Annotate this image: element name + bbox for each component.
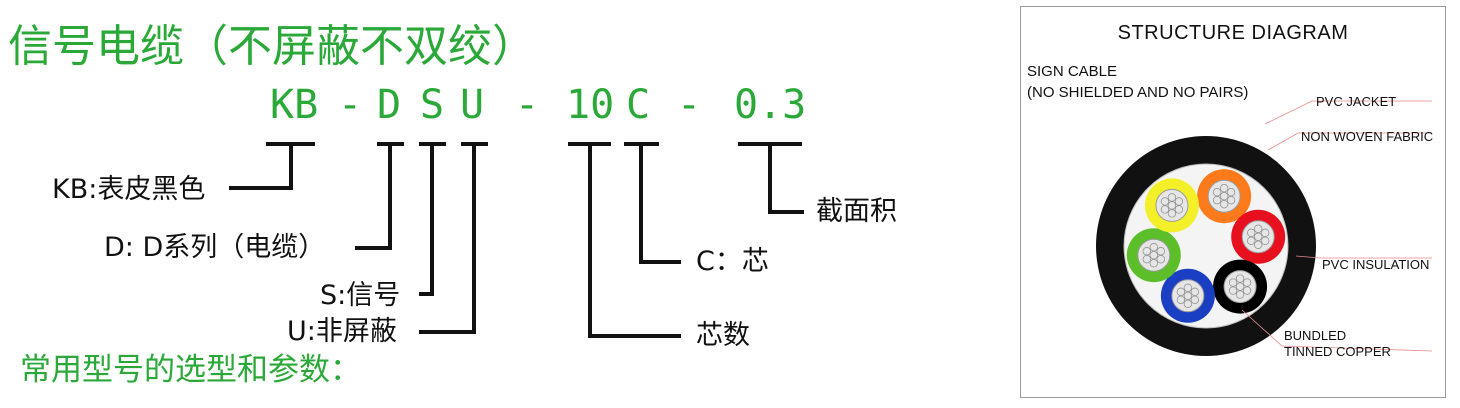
bracket-lines xyxy=(229,142,804,338)
copper-strand xyxy=(1190,295,1200,304)
copper-strand xyxy=(1167,209,1177,218)
leader-u xyxy=(419,144,476,334)
core-copper xyxy=(1241,220,1275,254)
cable-type-line1: SIGN CABLE xyxy=(1027,63,1118,80)
label-kb: KB:表皮黑色 xyxy=(52,174,206,205)
copper-strand xyxy=(1242,286,1252,295)
copper-strand xyxy=(1149,251,1158,260)
copper-strand xyxy=(1212,196,1222,205)
model-part-u: U xyxy=(460,82,485,128)
core-copper xyxy=(1223,270,1257,304)
model-part-s: S xyxy=(420,82,445,128)
leader-area xyxy=(768,144,804,214)
callout-copper-line2: TINNED COPPER xyxy=(1284,344,1391,359)
model-part-c: C xyxy=(626,82,651,128)
label-cores: 芯数 xyxy=(696,320,750,351)
copper-strand xyxy=(1167,201,1177,210)
copper-strand xyxy=(1254,224,1263,233)
copper-strand xyxy=(1174,205,1184,214)
model-part-area: 0.3 xyxy=(734,82,807,128)
copper-strand xyxy=(1261,236,1270,245)
copper-strand xyxy=(1160,205,1170,214)
leader-cores xyxy=(588,144,681,338)
copper-strand xyxy=(1219,200,1229,209)
structure-panel xyxy=(1020,6,1446,398)
label-area: 截面积 xyxy=(816,196,897,227)
copper-strand xyxy=(1254,240,1263,249)
copper-strand xyxy=(1160,197,1170,206)
label-c: C：芯 xyxy=(696,246,769,277)
copper-strand xyxy=(1242,278,1252,287)
diagram-title: 信号电缆（不屏蔽不双绞） xyxy=(8,21,536,72)
copper-strand xyxy=(1149,243,1158,252)
leader-kb xyxy=(229,144,293,190)
copper-strand xyxy=(1254,232,1263,241)
copper-strand xyxy=(1261,228,1270,237)
core-copper xyxy=(1207,179,1241,213)
model-dash: - xyxy=(515,82,540,128)
core-copper xyxy=(1171,279,1205,313)
callout-copper-line1: BUNDLED xyxy=(1284,328,1347,343)
copper-strand xyxy=(1190,287,1200,296)
copper-strand xyxy=(1176,287,1186,296)
copper-strand xyxy=(1183,299,1193,308)
leader-jacket xyxy=(1264,100,1432,125)
structure-title: STRUCTURE DIAGRAM xyxy=(1117,22,1349,44)
copper-strand xyxy=(1228,286,1238,295)
callout-fabric: NON WOVEN FABRIC xyxy=(1301,129,1434,144)
leader-s xyxy=(419,144,434,296)
copper-strand xyxy=(1149,259,1158,268)
copper-strand xyxy=(1156,247,1165,256)
leader-copper xyxy=(1241,309,1433,352)
copper-strand xyxy=(1176,295,1186,304)
model-part-cores: 10 xyxy=(566,82,615,128)
copper-strand xyxy=(1228,278,1238,287)
copper-strand xyxy=(1219,192,1229,201)
leader-insulation xyxy=(1295,255,1432,259)
copper-strand xyxy=(1212,188,1222,197)
copper-strand xyxy=(1142,255,1151,264)
label-u: U:非屏蔽 xyxy=(287,316,397,347)
copper-strand xyxy=(1142,247,1151,256)
copper-strand xyxy=(1235,282,1245,291)
model-dash: - xyxy=(677,82,702,128)
model-part-kb: KB xyxy=(270,82,319,128)
copper-strand xyxy=(1226,196,1236,205)
copper-strand xyxy=(1247,236,1256,245)
copper-strand xyxy=(1235,290,1245,299)
selection-subtitle: 常用型号的选型和参数： xyxy=(20,352,361,388)
copper-strand xyxy=(1219,184,1229,193)
model-part-d: D xyxy=(377,82,402,128)
cable-type-line2: (NO SHIELDED AND NO PAIRS) xyxy=(1027,84,1249,101)
core-copper xyxy=(1155,188,1189,222)
copper-strand xyxy=(1167,193,1177,202)
callout-insulation: PVC INSULATION xyxy=(1322,257,1430,272)
copper-strand xyxy=(1183,291,1193,300)
copper-strand xyxy=(1226,188,1236,197)
copper-strand xyxy=(1235,274,1245,283)
core-copper xyxy=(1137,238,1171,272)
label-s: S:信号 xyxy=(320,280,401,311)
label-d: D: D系列（电缆） xyxy=(104,232,326,263)
copper-strand xyxy=(1156,255,1165,264)
callout-jacket: PVC JACKET xyxy=(1316,94,1397,109)
leader-d xyxy=(355,144,392,250)
copper-strand xyxy=(1247,228,1256,237)
copper-strand xyxy=(1183,283,1193,292)
copper-strand xyxy=(1174,197,1184,206)
leader-c xyxy=(639,144,681,264)
model-dash: - xyxy=(338,82,363,128)
leader-fabric xyxy=(1267,132,1432,151)
cable-cross-section xyxy=(1096,100,1433,356)
